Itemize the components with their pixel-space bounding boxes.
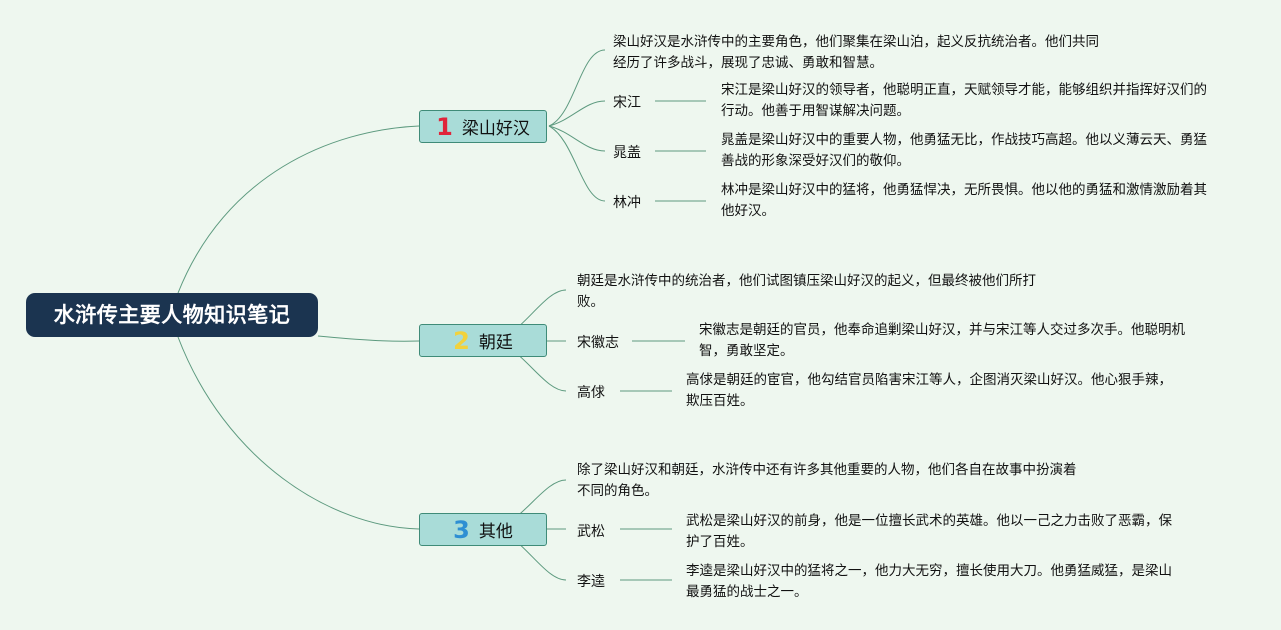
link-root-branch-2 xyxy=(317,335,420,342)
branch-2-child-1-name[interactable]: 宋徽志 xyxy=(577,335,619,351)
branch-topic-1[interactable]: 1 梁山好汉 xyxy=(419,110,547,143)
branch-3-child-2-desc[interactable]: 李逵是梁山好汉中的猛将之一，他力大无穷，擅长使用大刀。他勇猛威猛，是梁山最勇猛的… xyxy=(686,563,1172,600)
link-root-branch-3 xyxy=(177,336,420,530)
branch-title: 其他 xyxy=(478,522,513,542)
link-root-branch-1 xyxy=(177,125,420,294)
link-b1-child-2 xyxy=(548,125,606,152)
branch-3-intro[interactable]: 除了梁山好汉和朝廷，水浒传中还有许多其他重要的人物，他们各自在故事中扮演着不同的… xyxy=(577,462,1077,499)
number-1-icon: 1 xyxy=(436,112,453,141)
branch-2-child-2-name[interactable]: 高俅 xyxy=(577,385,605,401)
number-3-icon: 3 xyxy=(453,515,470,544)
branch-1-child-2-desc[interactable]: 晁盖是梁山好汉中的重要人物，他勇猛无比，作战技巧高超。他以义薄云天、勇猛善战的形… xyxy=(721,132,1207,169)
root-topic[interactable]: 水浒传主要人物知识笔记 xyxy=(26,293,318,337)
branch-1-child-2-name[interactable]: 晁盖 xyxy=(613,145,641,161)
branch-title: 朝廷 xyxy=(478,333,513,353)
link-b1-child-3 xyxy=(548,125,606,202)
number-2-icon: 2 xyxy=(453,326,470,355)
branch-2-child-1-desc[interactable]: 宋徽志是朝廷的官员，他奉命追剿梁山好汉，并与宋江等人交过多次手。他聪明机智，勇敢… xyxy=(699,322,1185,359)
branch-topic-2[interactable]: 2 朝廷 xyxy=(419,324,547,357)
branch-3-child-1-name[interactable]: 武松 xyxy=(577,524,605,540)
branch-1-intro[interactable]: 梁山好汉是水浒传中的主要角色，他们聚集在梁山泊，起义反抗统治者。他们共同经历了许… xyxy=(613,34,1099,71)
branch-1-child-3-name[interactable]: 林冲 xyxy=(613,195,641,211)
link-b1-intro xyxy=(548,49,606,127)
branch-title: 梁山好汉 xyxy=(461,119,530,139)
branch-1-child-1-desc[interactable]: 宋江是梁山好汉的领导者，他聪明正直，天赋领导才能，能够组织并指挥好汉们的行动。他… xyxy=(721,82,1207,119)
link-b1-child-1 xyxy=(548,100,606,127)
branch-2-intro[interactable]: 朝廷是水浒传中的统治者，他们试图镇压梁山好汉的起义，但最终被他们所打败。 xyxy=(577,273,1036,310)
branch-3-child-1-desc[interactable]: 武松是梁山好汉的前身，他是一位擅长武术的英雄。他以一己之力击败了恶霸，保护了百姓… xyxy=(686,513,1172,550)
branch-1-child-1-name[interactable]: 宋江 xyxy=(613,95,641,111)
branch-3-child-2-name[interactable]: 李逵 xyxy=(577,574,605,590)
branch-1-child-3-desc[interactable]: 林冲是梁山好汉中的猛将，他勇猛悍决，无所畏惧。他以他的勇猛和激情激励着其他好汉。 xyxy=(721,182,1207,219)
branch-2-child-2-desc[interactable]: 高俅是朝廷的宦官，他勾结官员陷害宋江等人，企图消灭梁山好汉。他心狠手辣，欺压百姓… xyxy=(686,372,1172,409)
branch-topic-3[interactable]: 3 其他 xyxy=(419,513,547,546)
